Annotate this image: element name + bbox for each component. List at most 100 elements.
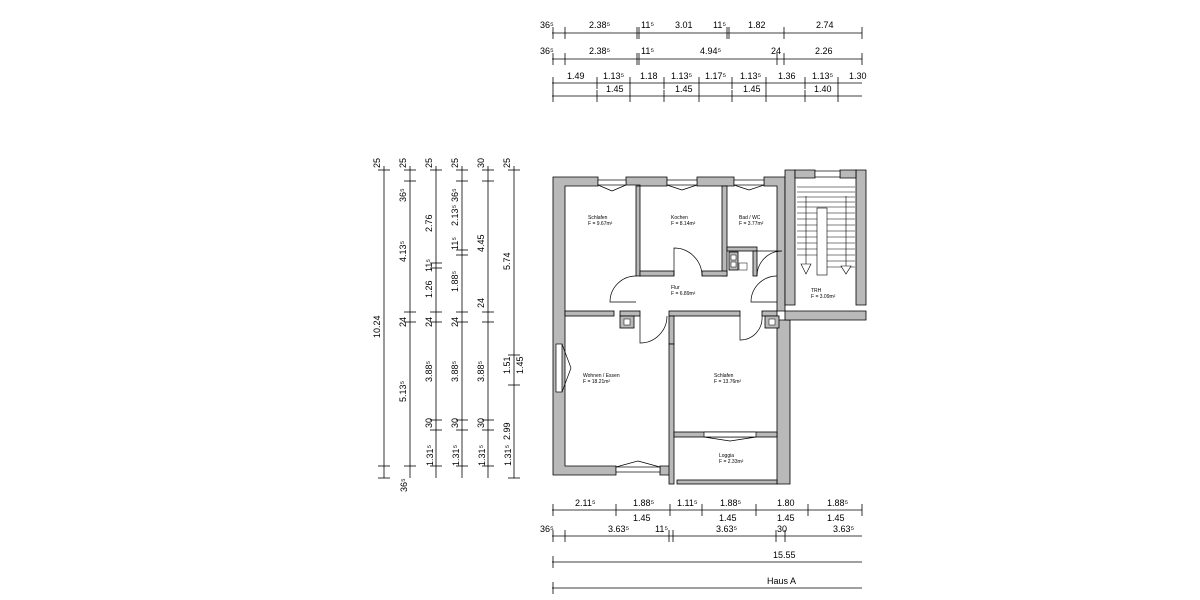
dim-label: 11⁵ xyxy=(655,524,668,534)
dim-label: 1.80 xyxy=(777,498,795,508)
windows xyxy=(555,170,841,473)
dim-label: 5.74 xyxy=(502,252,512,270)
stairs xyxy=(797,186,855,276)
shaft xyxy=(728,251,739,271)
window xyxy=(666,179,698,186)
interior-wall xyxy=(701,270,728,277)
dim-label: 11⁵ xyxy=(424,259,434,272)
interior-wall xyxy=(752,250,758,277)
dim-label: 5.13⁵ xyxy=(398,380,408,402)
dim-label: 1.88⁵ xyxy=(633,498,655,508)
dim-label: 30 xyxy=(476,158,486,168)
dim-label: 1.51 xyxy=(502,356,512,374)
dim-label: 1.45 xyxy=(719,513,737,523)
room-area: F = 18.21m² xyxy=(583,379,610,385)
dim-label: 1.13⁵ xyxy=(740,71,762,81)
house-label: Haus A xyxy=(767,576,796,586)
stair-wall xyxy=(839,169,857,179)
dim-label: 10.24 xyxy=(372,315,382,338)
dim-label: 1.13⁵ xyxy=(671,71,693,81)
room-area: F = 2.33m² xyxy=(719,459,744,465)
total-dimension: 15.55 xyxy=(773,550,796,560)
dim-label: 25 xyxy=(372,158,382,168)
room-area: F = 3.77m² xyxy=(739,221,764,227)
stair-wall xyxy=(784,310,867,321)
bottom-dimension-labels: 2.11⁵ 1.88⁵ 1.11⁵ 1.88⁵ 1.80 1.88⁵ 1.45 … xyxy=(540,498,855,586)
dim-label: 1.31⁵ xyxy=(425,444,435,466)
dim-label: 25 xyxy=(502,158,512,168)
dim-label: 25 xyxy=(424,158,434,168)
room-name: Kochen xyxy=(671,215,688,221)
room-name: Bad / WC xyxy=(739,215,761,221)
dim-label: 1.45 xyxy=(606,84,624,94)
left-dimension-chains xyxy=(378,166,520,479)
room-area: F = 8.14m² xyxy=(671,221,696,227)
dim-label: 4.45 xyxy=(476,234,486,252)
window xyxy=(733,179,765,186)
room-name: Wohnen / Essen xyxy=(583,373,620,379)
dim-label: 4.94⁵ xyxy=(700,46,722,56)
room-name: Schlafen xyxy=(714,373,734,379)
dim-label: 2.76 xyxy=(424,214,434,232)
interior-wall xyxy=(668,310,741,317)
dim-label: 2.74 xyxy=(816,20,834,30)
dim-label: 11⁵ xyxy=(641,20,654,30)
dim-label: 24 xyxy=(476,298,486,308)
dim-label: 11⁵ xyxy=(641,46,654,56)
dim-label: 36⁵ xyxy=(450,188,460,202)
room-area: F = 9.67m² xyxy=(588,221,613,227)
walls xyxy=(552,169,867,485)
dim-label: 2.26 xyxy=(815,46,833,56)
dim-label: 1.45 xyxy=(777,513,795,523)
top-dimension-labels: 36⁵ 2.38⁵ 11⁵ 3.01 11⁵ 1.82 2.74 36⁵ 2.3… xyxy=(540,20,867,94)
dim-label: 1.88⁵ xyxy=(827,498,849,508)
dim-label: 24 xyxy=(771,46,781,56)
dim-label: 1.45 xyxy=(827,513,845,523)
interior-wall xyxy=(619,310,641,317)
bottom-dimension-chains xyxy=(552,504,863,594)
dim-label: 36⁵ xyxy=(540,46,554,56)
window xyxy=(814,170,841,178)
dim-label: 1.30 xyxy=(849,71,867,81)
door-swing xyxy=(673,247,703,277)
dim-label: 25 xyxy=(398,158,408,168)
interior-wall xyxy=(721,185,728,277)
dim-label: 2.11⁵ xyxy=(575,498,596,508)
dim-label: 24 xyxy=(424,317,434,327)
stair-wall xyxy=(794,169,816,179)
dim-label: 3.88⁵ xyxy=(476,360,486,382)
dim-label: 30 xyxy=(424,418,434,428)
room-area: F = 13.76m² xyxy=(714,379,741,385)
dim-label: 3.88⁵ xyxy=(450,360,460,382)
door-swing xyxy=(750,275,778,303)
dim-label: 36⁵ xyxy=(399,478,409,492)
dim-label: 2.99 xyxy=(502,422,512,440)
room-labels: Schlafen F = 9.67m² Kochen F = 8.14m² Ba… xyxy=(583,215,836,465)
dim-label: 1.88⁵ xyxy=(450,270,460,292)
dim-label: 3.63⁵ xyxy=(608,524,630,534)
dim-label: 2.38⁵ xyxy=(589,46,611,56)
dim-label: 36⁵ xyxy=(540,20,554,30)
door-swing xyxy=(739,315,763,341)
door-swing xyxy=(639,315,668,344)
dim-label: 1.31⁵ xyxy=(451,444,461,466)
dim-label: 1.11⁵ xyxy=(677,498,698,508)
dim-label: 11⁵ xyxy=(713,20,726,30)
dim-label: 25 xyxy=(450,158,460,168)
dim-label: 1.17⁵ xyxy=(705,71,727,81)
interior-wall xyxy=(726,246,758,252)
dim-label: 2.38⁵ xyxy=(589,20,611,30)
dim-label: 4.13⁵ xyxy=(398,240,408,262)
stair-wall xyxy=(855,169,867,306)
dim-label: 1.88⁵ xyxy=(720,498,742,508)
dim-label: 3.88⁵ xyxy=(424,360,434,382)
door-swing xyxy=(609,275,637,303)
dim-label: 3.63⁵ xyxy=(833,524,855,534)
dim-label: 1.40 xyxy=(814,84,832,94)
interior-wall xyxy=(668,343,675,485)
dim-label: 1.49 xyxy=(567,71,585,81)
window xyxy=(597,179,627,186)
dim-label: 30 xyxy=(450,418,460,428)
window xyxy=(615,466,661,473)
